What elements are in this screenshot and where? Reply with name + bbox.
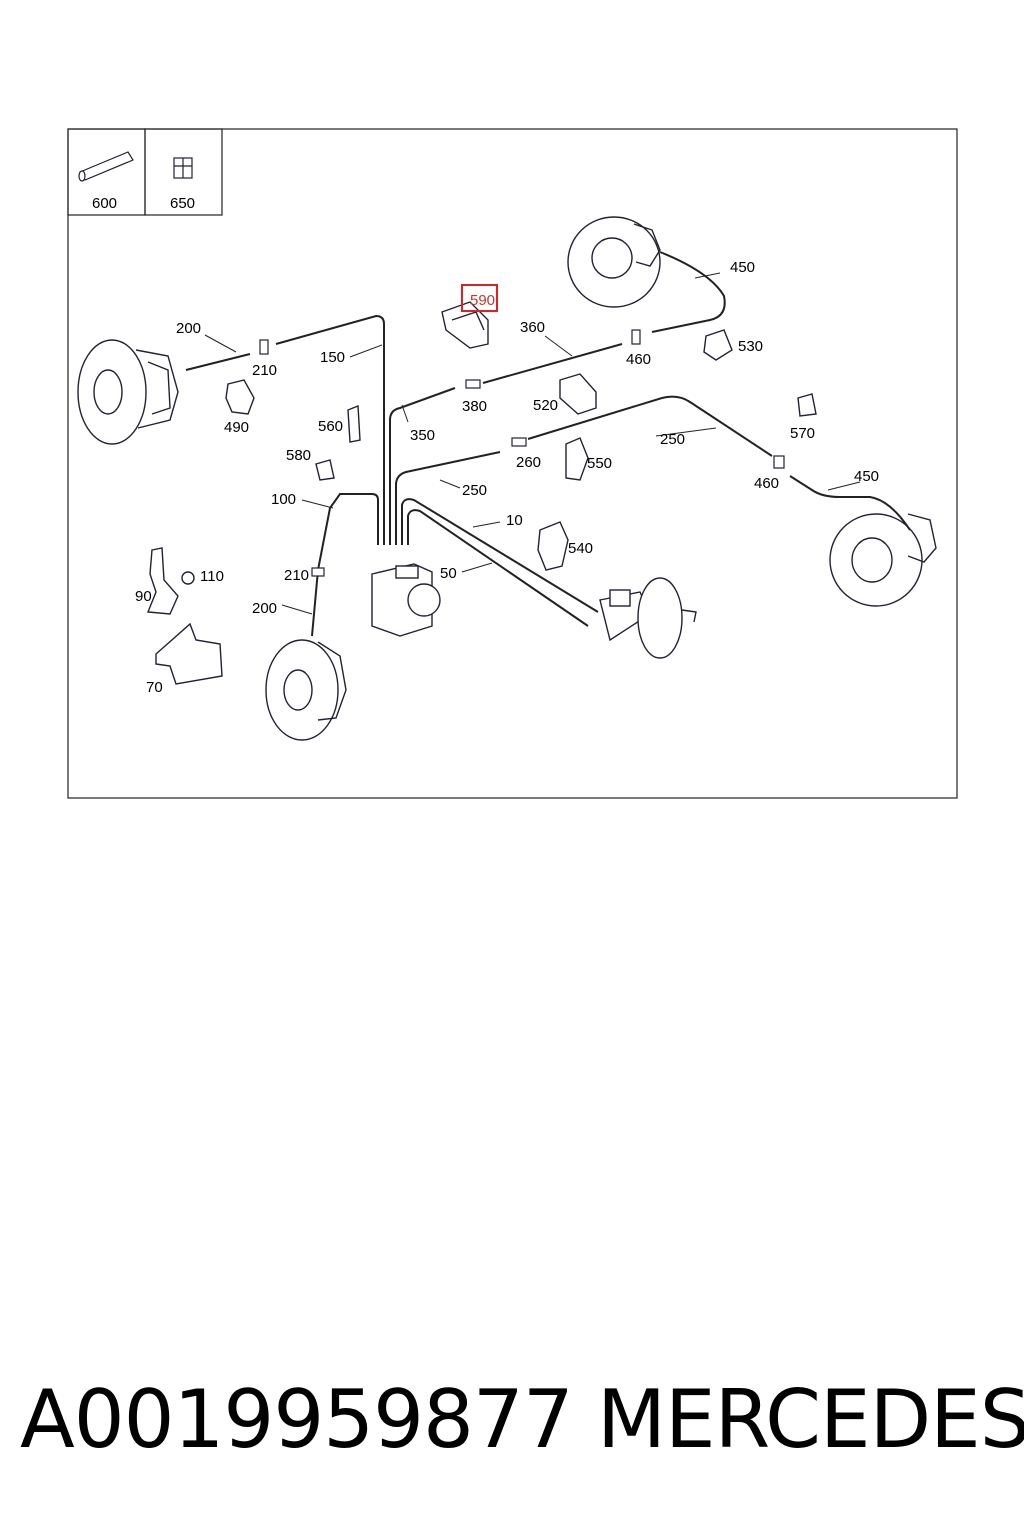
callout-150: 150 bbox=[320, 349, 345, 366]
callout-550: 550 bbox=[587, 455, 612, 472]
bracket-90 bbox=[147, 547, 179, 615]
callout-210-mid: 210 bbox=[284, 567, 309, 584]
callout-labels: 590 450 200 210 150 360 460 530 490 380 … bbox=[135, 259, 879, 696]
clip-570 bbox=[797, 393, 817, 417]
brake-pad-set-550 bbox=[565, 437, 589, 481]
callout-450-right: 450 bbox=[854, 468, 879, 485]
callout-10: 10 bbox=[506, 512, 523, 529]
callout-90: 90 bbox=[135, 588, 152, 605]
callout-110: 110 bbox=[200, 568, 224, 585]
bolt-110 bbox=[181, 571, 195, 585]
callout-200-left: 200 bbox=[176, 320, 201, 337]
callout-540: 540 bbox=[568, 540, 593, 557]
front-left-brake-disc bbox=[77, 339, 179, 445]
front-right-brake-disc bbox=[265, 639, 347, 741]
callout-360: 360 bbox=[520, 319, 545, 336]
rear-right-brake-disc bbox=[567, 216, 661, 308]
callout-250-right: 250 bbox=[660, 431, 685, 448]
rear-left-brake-disc bbox=[829, 513, 937, 607]
footer-caption: A0019959877 MERCEDES bbox=[0, 1370, 1024, 1470]
callout-580: 580 bbox=[286, 447, 311, 464]
callout-530: 530 bbox=[738, 338, 763, 355]
brake-pad-set-540 bbox=[537, 521, 569, 571]
clip-560 bbox=[347, 404, 361, 443]
callout-570: 570 bbox=[790, 425, 815, 442]
inset-label-600: 600 bbox=[92, 195, 117, 212]
inset-label-650: 650 bbox=[170, 195, 195, 212]
sensor-530 bbox=[703, 329, 733, 361]
brake-pad-set-590 bbox=[441, 301, 489, 349]
callout-210-left: 210 bbox=[252, 362, 277, 379]
abs-hydraulic-unit bbox=[371, 563, 441, 637]
callout-380: 380 bbox=[462, 398, 487, 415]
brake-line-diagram: 600 650 bbox=[67, 128, 958, 799]
clip-icon bbox=[173, 157, 193, 179]
highlight-box-590 bbox=[461, 284, 498, 312]
callout-460-top: 460 bbox=[626, 351, 651, 368]
callout-560: 560 bbox=[318, 418, 343, 435]
callout-260: 260 bbox=[516, 454, 541, 471]
callout-250-mid: 250 bbox=[462, 482, 487, 499]
callout-350: 350 bbox=[410, 427, 435, 444]
callout-590: 590 bbox=[470, 292, 495, 309]
brake-pad-set-490 bbox=[225, 379, 255, 415]
bracket-70 bbox=[155, 622, 223, 685]
inset-panel: 600 650 bbox=[67, 128, 223, 216]
callout-450-top: 450 bbox=[730, 259, 755, 276]
callout-520: 520 bbox=[533, 397, 558, 414]
sleeve-icon bbox=[78, 151, 134, 182]
callout-200-mid: 200 bbox=[252, 600, 277, 617]
callout-460-right: 460 bbox=[754, 475, 779, 492]
master-cylinder-booster bbox=[599, 577, 697, 659]
callout-100: 100 bbox=[271, 491, 296, 508]
connector-fittings bbox=[259, 329, 785, 577]
bracket-580 bbox=[315, 459, 335, 481]
brake-pad-set-520 bbox=[559, 373, 597, 415]
callout-70: 70 bbox=[146, 679, 163, 696]
part-number: A0019959877 bbox=[20, 1373, 574, 1466]
callout-50: 50 bbox=[440, 565, 457, 582]
diagram-frame bbox=[67, 128, 958, 799]
brand-name: MERCEDES bbox=[597, 1373, 1024, 1466]
brake-lines bbox=[185, 251, 911, 637]
callout-490: 490 bbox=[224, 419, 249, 436]
leader-lines bbox=[204, 272, 861, 615]
